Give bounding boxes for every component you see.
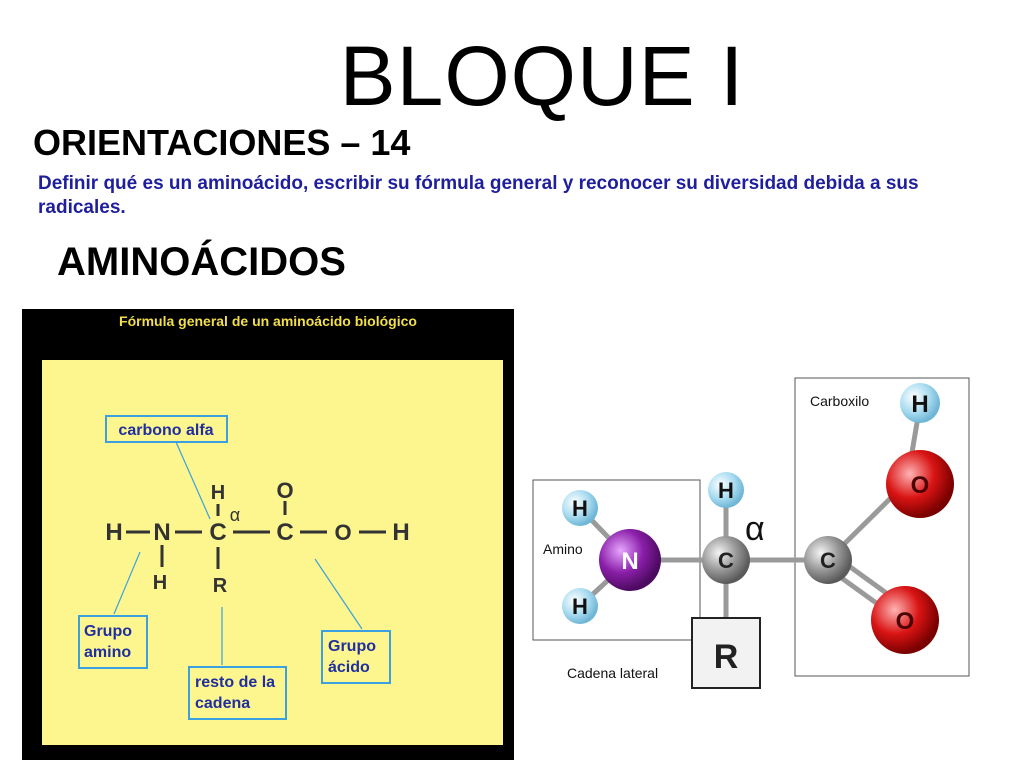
label-grupo-acido-2: ácido bbox=[328, 659, 370, 676]
r-group-box bbox=[691, 617, 761, 689]
carbon-label-carboxyl: C bbox=[820, 548, 836, 573]
label-box-grupo-acido bbox=[321, 630, 391, 684]
label-resto-1: resto de la bbox=[195, 674, 275, 691]
hydrogen-atom-hydroxyl bbox=[900, 383, 940, 423]
formula-panel-title: Fórmula general de un aminoácido biológi… bbox=[119, 313, 417, 329]
molecule-model: H H N H C C H O O R Amino Carboxilo Cade… bbox=[532, 377, 970, 689]
atom-h-top: H bbox=[211, 482, 225, 504]
atom-o-top: O bbox=[276, 478, 293, 503]
label-grupo-amino-1: Grupo bbox=[84, 623, 132, 640]
oxygen-label-double: O bbox=[896, 608, 915, 635]
atom-h-left: H bbox=[105, 519, 122, 546]
label-grupo-amino-2: amino bbox=[84, 644, 131, 661]
atom-n: N bbox=[153, 519, 170, 546]
nitrogen-label: N bbox=[621, 548, 638, 575]
section-heading: AMINOÁCIDOS bbox=[57, 240, 346, 284]
oxygen-atom-double bbox=[871, 586, 939, 654]
hydrogen-label-hydroxyl: H bbox=[911, 391, 928, 418]
pointer-lines bbox=[113, 441, 363, 665]
r-group-label: R bbox=[714, 638, 739, 676]
atom-c-alpha: C bbox=[209, 519, 226, 546]
label-box-grupo-amino bbox=[78, 615, 148, 669]
carbon-label-alpha: C bbox=[718, 548, 734, 573]
atom-h-bottom: H bbox=[153, 572, 167, 594]
atom-o-right: O bbox=[334, 520, 351, 545]
slide-description: Definir qué es un aminoácido, escribir s… bbox=[38, 173, 919, 218]
nitrogen-atom bbox=[599, 529, 661, 591]
hydrogen-atom-amino-bottom bbox=[562, 588, 598, 624]
formula-diagram: carbono alfa Grupo amino resto de la cad… bbox=[42, 360, 503, 745]
hydrogen-label-amino-bottom: H bbox=[572, 594, 588, 619]
label-box-carbono-alfa bbox=[105, 415, 228, 443]
carboxyl-frame bbox=[794, 377, 970, 677]
alpha-label: α bbox=[745, 510, 765, 548]
atom-c-carboxyl: C bbox=[276, 519, 293, 546]
atom-r: R bbox=[213, 575, 228, 597]
carbon-atom-alpha bbox=[702, 536, 750, 584]
formula-panel: carbono alfa Grupo amino resto de la cad… bbox=[22, 309, 514, 760]
hydrogen-label-amino-top: H bbox=[572, 496, 588, 521]
side-chain-label: Cadena lateral bbox=[567, 665, 658, 681]
label-resto-2: cadena bbox=[195, 695, 250, 712]
atom-h-right: H bbox=[392, 519, 409, 546]
hydrogen-atom-alpha bbox=[708, 472, 744, 508]
formula-bonds bbox=[126, 501, 386, 569]
label-box-resto bbox=[188, 666, 287, 720]
formula-background bbox=[42, 360, 503, 745]
amino-label: Amino bbox=[543, 541, 583, 557]
hydrogen-atom-amino-top bbox=[562, 490, 598, 526]
label-carbono-alfa: carbono alfa bbox=[118, 422, 213, 439]
label-grupo-acido-1: Grupo bbox=[328, 638, 376, 655]
hydrogen-label-alpha: H bbox=[718, 478, 734, 503]
oxygen-label-hydroxyl: O bbox=[911, 472, 930, 499]
carbon-atom-carboxyl bbox=[804, 536, 852, 584]
alpha-symbol: α bbox=[230, 505, 240, 525]
carboxyl-label: Carboxilo bbox=[810, 393, 869, 409]
slide-title: BLOQUE I bbox=[339, 29, 745, 123]
slide-subtitle: ORIENTACIONES – 14 bbox=[33, 122, 411, 163]
oxygen-atom-hydroxyl bbox=[886, 450, 954, 518]
